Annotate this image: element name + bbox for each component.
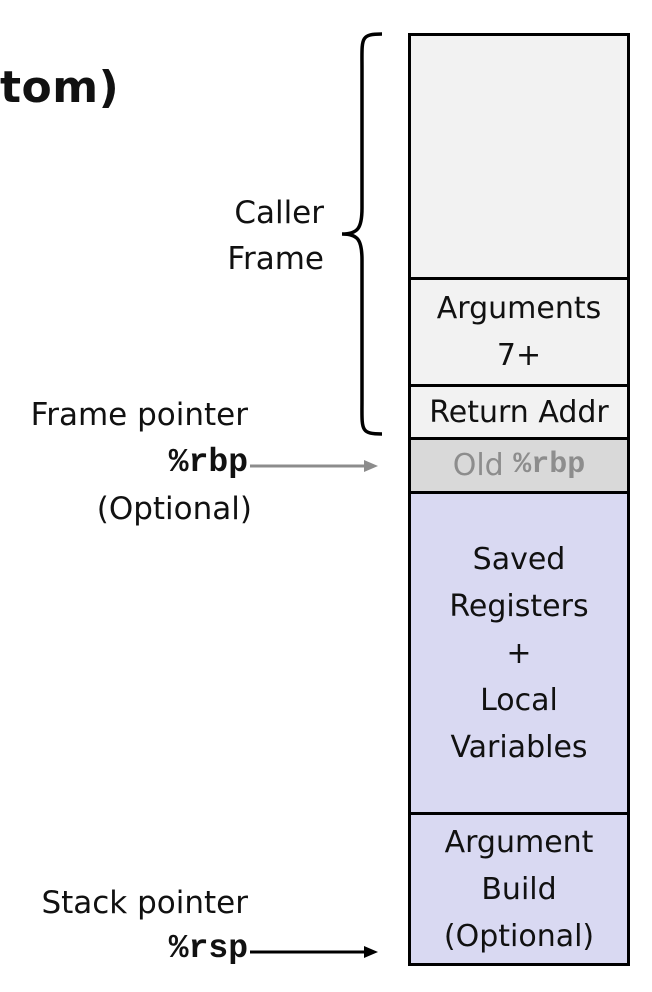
arguments-cell: Arguments 7+: [408, 277, 630, 384]
stack-pointer-label: Stack pointer: [41, 885, 248, 921]
rbp-arrow: [250, 460, 378, 472]
old-rbp-cell: Old %rbp: [408, 437, 630, 491]
stack-frame-column: Arguments 7+ Return Addr Old %rbp Saved …: [408, 33, 636, 966]
frame-pointer-label: Frame pointer: [30, 397, 248, 433]
caller-frame-brace: [341, 32, 383, 436]
old-rbp-prefix: Old: [452, 448, 514, 483]
rsp-register: %rsp: [168, 930, 248, 967]
saved-registers-cell: Saved Registers + Local Variables: [408, 491, 630, 812]
argument-build-cell-label: Argument Build (Optional): [443, 824, 595, 954]
caller-frame-label: Caller Frame: [227, 195, 324, 277]
return-addr-cell: Return Addr: [408, 384, 630, 437]
return-addr-cell-label: Return Addr: [429, 394, 609, 430]
arguments-cell-label: Arguments 7+: [436, 291, 602, 373]
saved-registers-cell-label: Saved Registers + Local Variables: [449, 541, 589, 765]
frame-pointer-optional-note: (Optional): [96, 491, 252, 527]
rsp-arrow: [250, 946, 378, 958]
caller-frame-cell: [408, 33, 630, 277]
rbp-register: %rbp: [168, 444, 248, 481]
slide-title: tom): [0, 62, 120, 113]
old-rbp-register: %rbp: [513, 448, 586, 482]
argument-build-cell: Argument Build (Optional): [408, 812, 630, 966]
